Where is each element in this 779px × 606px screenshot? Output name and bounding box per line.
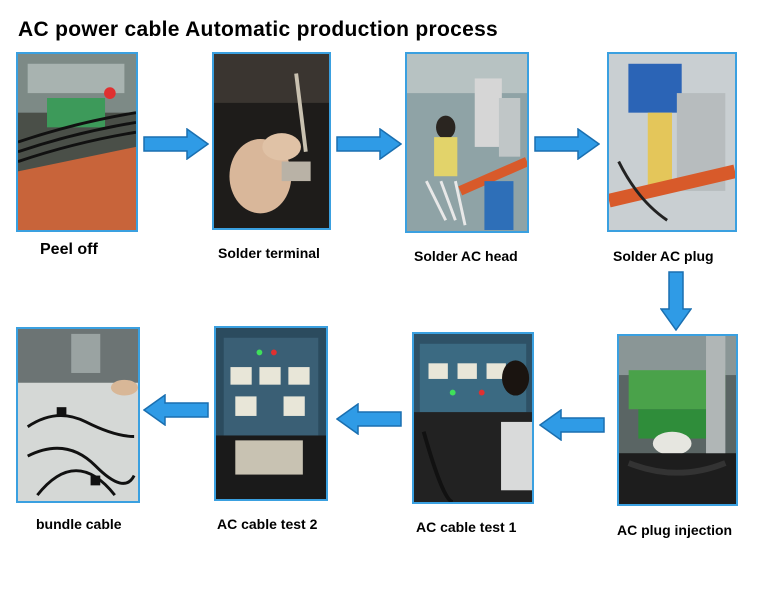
flow-arrow-left-3 [143, 394, 209, 426]
step-label-ac-plug-injection: AC plug injection [617, 522, 733, 538]
solder-terminal-photo [212, 52, 331, 230]
solder-ac-head-photo [405, 52, 529, 233]
flow-arrow-right-3 [534, 128, 600, 160]
step-label-bundle-cable: bundle cable [36, 516, 122, 532]
step-label-solder-ac-plug: Solder AC plug [613, 248, 714, 264]
step-label-ac-cable-test-1: AC cable test 1 [416, 519, 517, 535]
solder-ac-plug-photo [607, 52, 737, 232]
step-label-peel-off: Peel off [40, 241, 98, 258]
ac-cable-test-1-photo [412, 332, 534, 504]
ac-cable-test-2-photo [214, 326, 328, 501]
diagram-title: AC power cable Automatic production proc… [18, 18, 499, 41]
flow-arrow-down [660, 271, 692, 331]
flow-arrow-right-1 [143, 128, 209, 160]
flow-arrow-left-2 [336, 403, 402, 435]
bundle-cable-photo [16, 327, 140, 503]
flow-arrow-left-1 [539, 409, 605, 441]
step-label-solder-ac-head: Solder AC head [414, 248, 518, 264]
step-label-ac-cable-test-2: AC cable test 2 [217, 516, 318, 532]
peel-off-photo [16, 52, 138, 232]
ac-plug-injection-photo [617, 334, 738, 506]
step-label-solder-terminal: Solder terminal [218, 245, 320, 261]
flow-arrow-right-2 [336, 128, 402, 160]
